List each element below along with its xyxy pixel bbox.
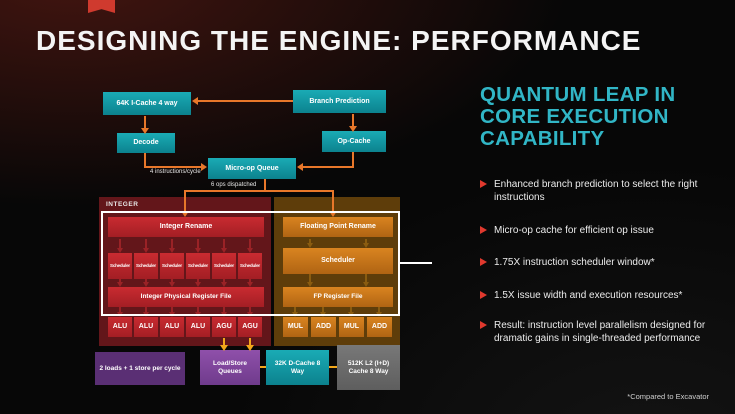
integer-section-label: INTEGER <box>106 201 139 208</box>
bullet-item: Micro-op cache for efficient op issue <box>480 224 718 237</box>
flow-arrow <box>292 307 298 317</box>
integer-scheduler-box: Scheduler <box>186 253 210 279</box>
flow-arrow <box>363 274 369 287</box>
flow-arrow <box>348 307 354 317</box>
flow-arrow <box>220 338 228 351</box>
integer-scheduler-box: Scheduler <box>160 253 184 279</box>
decode-box: Decode <box>117 133 175 153</box>
bullet-item: 1.75X instruction scheduler window* <box>480 256 718 269</box>
flow-arrow <box>307 239 313 248</box>
flow-arrow <box>349 114 357 132</box>
mul-box: MUL <box>339 317 364 337</box>
flow-arrow <box>221 307 227 317</box>
flow-arrow <box>307 274 313 287</box>
flow-arrow <box>195 307 201 317</box>
flow-arrow <box>117 279 123 287</box>
flow-arrow <box>247 307 253 317</box>
mul-box: MUL <box>283 317 308 337</box>
integer-rename-box: Integer Rename <box>108 217 264 237</box>
slide-title: DESIGNING THE ENGINE: PERFORMANCE <box>36 25 642 56</box>
op-cache-box: Op-Cache <box>322 131 386 152</box>
flow-arrow <box>192 97 293 105</box>
flow-arrow <box>117 239 123 253</box>
flow-arrow <box>195 279 201 287</box>
fp-scheduler-box: Scheduler <box>283 248 393 274</box>
flow-arrow <box>221 239 227 253</box>
flow-arrow <box>320 307 326 317</box>
flow-arrow <box>117 307 123 317</box>
branch-prediction-box: Branch Prediction <box>293 90 386 113</box>
flow-arrow <box>363 239 369 248</box>
callout-line <box>399 262 432 264</box>
heading-line: CORE EXECUTION <box>480 105 669 128</box>
agu-box: AGU <box>238 317 262 337</box>
bullet-marker-icon <box>480 291 487 299</box>
bullet-marker-icon <box>480 180 487 188</box>
bullet-text: Micro-op cache for efficient op issue <box>494 225 654 236</box>
integer-scheduler-box: Scheduler <box>108 253 132 279</box>
alu-box: ALU <box>134 317 158 337</box>
flow-arrow <box>169 279 175 287</box>
flow-arrow <box>169 307 175 317</box>
agu-box: AGU <box>212 317 236 337</box>
integer-scheduler-box: Scheduler <box>212 253 236 279</box>
flow-arrow <box>195 239 201 253</box>
add-box: ADD <box>367 317 392 337</box>
integer-scheduler-box: Scheduler <box>134 253 158 279</box>
heading-line: CAPABILITY <box>480 127 605 150</box>
l2-cache-box: 512K L2 (I+D) Cache 8 Way <box>337 345 400 390</box>
flow-arrow <box>247 239 253 253</box>
flow-arrow <box>297 163 354 171</box>
instructions-per-cycle-label: 4 instructions/cycle <box>150 169 201 175</box>
integer-scheduler-box: Scheduler <box>238 253 262 279</box>
flow-arrow <box>144 153 146 168</box>
flow-arrow <box>352 152 354 168</box>
flow-arrow <box>169 239 175 253</box>
micro-op-queue-box: Micro-op Queue <box>208 158 296 179</box>
bullet-marker-icon <box>480 226 487 234</box>
load-store-note-box: 2 loads + 1 store per cycle <box>95 352 185 385</box>
bullet-item: Result: instruction level parallelism de… <box>480 319 718 345</box>
load-store-queues-box: Load/Store Queues <box>200 350 260 385</box>
flow-arrow <box>181 190 189 217</box>
flow-arrow <box>246 338 254 351</box>
bullet-text: 1.5X issue width and execution resources… <box>494 290 683 301</box>
flow-arrow <box>143 307 149 317</box>
bullet-item: Enhanced branch prediction to select the… <box>480 178 718 204</box>
right-heading: QUANTUM LEAP IN CORE EXECUTION CAPABILIT… <box>480 84 675 150</box>
amd-banner-icon <box>88 0 115 13</box>
dcache-box: 32K D-Cache 8 Way <box>266 350 329 385</box>
flow-arrow <box>376 307 382 317</box>
footnote: *Compared to Excavator <box>627 392 709 401</box>
connector-line <box>260 366 266 368</box>
flow-arrow <box>184 190 334 192</box>
add-box: ADD <box>311 317 336 337</box>
bullet-text: Result: instruction level parallelism de… <box>494 320 706 344</box>
flow-arrow <box>221 279 227 287</box>
connector-line <box>329 366 337 368</box>
bullet-text: 1.75X instruction scheduler window* <box>494 257 655 268</box>
ops-dispatched-label: 6 ops dispatched <box>211 182 257 188</box>
flow-arrow <box>247 279 253 287</box>
bullet-text: Enhanced branch prediction to select the… <box>494 179 698 203</box>
bullet-marker-icon <box>480 258 487 266</box>
flow-arrow <box>144 163 207 171</box>
heading-line: QUANTUM LEAP IN <box>480 83 676 106</box>
alu-box: ALU <box>160 317 184 337</box>
flow-arrow <box>143 279 149 287</box>
flow-arrow <box>141 116 149 134</box>
flow-arrow <box>264 179 266 191</box>
bullet-item: 1.5X issue width and execution resources… <box>480 289 718 302</box>
fp-rename-box: Floating Point Rename <box>283 217 393 237</box>
icache-box: 64K I-Cache 4 way <box>103 92 191 115</box>
alu-box: ALU <box>186 317 210 337</box>
flow-arrow <box>329 190 337 217</box>
integer-register-file-box: Integer Physical Register File <box>108 287 264 307</box>
alu-box: ALU <box>108 317 132 337</box>
fp-register-file-box: FP Register File <box>283 287 393 307</box>
bullet-marker-icon <box>480 321 487 329</box>
flow-arrow <box>143 239 149 253</box>
